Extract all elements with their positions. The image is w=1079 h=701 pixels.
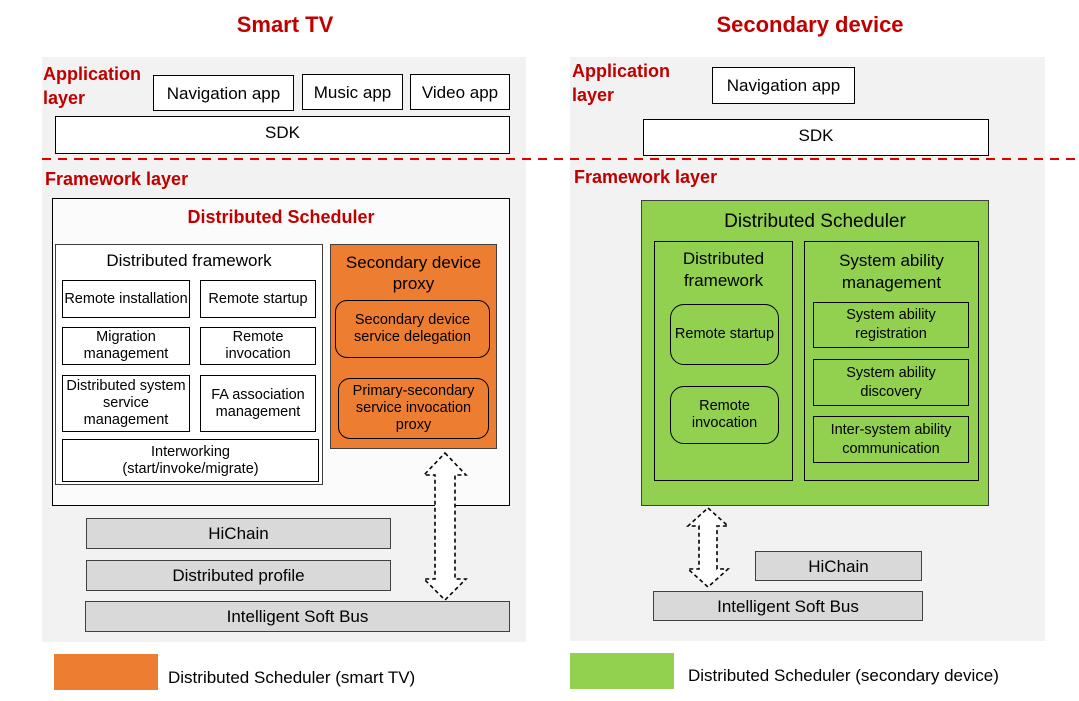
smart-tv-title: Smart TV	[236, 12, 334, 37]
tv-distributed-system-service-management: Distributed system service management	[62, 375, 190, 432]
layer-divider-line	[42, 158, 1075, 160]
tv-secondary-device-proxy	[330, 244, 497, 449]
tv-remote-invocation: Remote invocation	[200, 327, 316, 365]
tv-primary-secondary-invocation-proxy: Primary-secondary service invocation pro…	[338, 378, 489, 439]
sec-system-ability-discovery: System ability discovery	[813, 359, 969, 406]
tv-fa-association-management: FA association management	[200, 375, 316, 432]
tv-remote-installation: Remote installation	[62, 280, 190, 318]
sec-scheduler-title: Distributed Scheduler	[724, 211, 906, 232]
sec-hichain: HiChain	[755, 551, 922, 581]
tv-secondary-device-service-delegation: Secondary device service delegation	[335, 300, 490, 358]
tv-framework-title: Distributed framework	[106, 251, 272, 270]
tv-double-arrow-icon	[422, 452, 468, 602]
sec-inter-system-ability-communication: Inter-system ability communication	[813, 416, 969, 463]
tv-navigation-app: Navigation app	[153, 75, 294, 111]
tv-framework-layer-label: Framework layer	[45, 169, 189, 189]
sec-navigation-app: Navigation app	[712, 67, 855, 104]
tv-remote-startup: Remote startup	[200, 280, 316, 318]
tv-music-app: Music app	[302, 74, 403, 110]
sec-remote-invocation: Remote invocation	[670, 386, 779, 444]
sec-intelligent-soft-bus: Intelligent Soft Bus	[653, 591, 923, 621]
tv-sdk: SDK	[55, 116, 510, 154]
sec-framework-title: Distributed framework	[682, 249, 765, 290]
legend-label-secondary-device: Distributed Scheduler (secondary device)	[688, 666, 999, 685]
sec-distributed-scheduler	[641, 200, 989, 506]
tv-video-app: Video app	[410, 74, 510, 110]
tv-proxy-title: Secondary device proxy	[345, 253, 482, 293]
legend-swatch-smart-tv	[54, 654, 158, 690]
sec-application-layer-label: Application layer	[572, 61, 670, 105]
tv-distributed-profile: Distributed profile	[86, 560, 391, 591]
tv-scheduler-title: Distributed Scheduler	[187, 207, 375, 227]
sec-framework-layer-label: Framework layer	[574, 167, 718, 187]
legend-label-smart-tv: Distributed Scheduler (smart TV)	[168, 668, 416, 687]
sec-double-arrow-icon	[685, 507, 731, 588]
sec-sam-title: System ability management	[839, 251, 944, 292]
sec-remote-startup: Remote startup	[670, 304, 779, 365]
tv-intelligent-soft-bus: Intelligent Soft Bus	[85, 601, 510, 632]
tv-application-layer-label: Application layer	[43, 64, 141, 108]
legend-swatch-secondary-device	[570, 653, 674, 689]
tv-interworking: Interworking (start/invoke/migrate)	[62, 439, 319, 482]
sec-distributed-framework	[654, 241, 793, 481]
sec-sdk: SDK	[643, 119, 989, 156]
sec-system-ability-registration: System ability registration	[813, 302, 969, 348]
sec-system-ability-management	[804, 241, 979, 481]
secondary-device-title: Secondary device	[716, 12, 904, 37]
tv-hichain: HiChain	[86, 518, 391, 549]
tv-migration-management: Migration management	[62, 327, 190, 365]
